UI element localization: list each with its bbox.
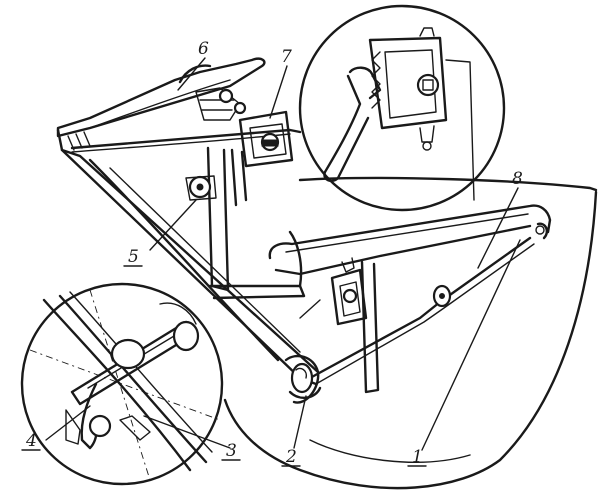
callout-3: 3: [226, 441, 237, 461]
hinge-mechanism: [206, 110, 294, 292]
latch-bracket: [330, 257, 380, 394]
callout-8: 8: [512, 169, 523, 189]
callout-1: 1: [412, 447, 423, 467]
cable-rod: [288, 236, 535, 399]
central-strut: [185, 175, 306, 300]
callout-7: 7: [281, 47, 292, 67]
callout-2: 2: [285, 447, 297, 467]
callout-5: 5: [128, 247, 139, 267]
lower-arm: [268, 204, 552, 276]
detail-circle-top: [298, 4, 506, 212]
callout-4: 4: [25, 431, 37, 451]
callout-6: 6: [198, 39, 209, 59]
detail-circle-bottom: [20, 282, 224, 486]
upper-lid-arm: [56, 57, 266, 138]
leader-lines: [45, 57, 521, 451]
